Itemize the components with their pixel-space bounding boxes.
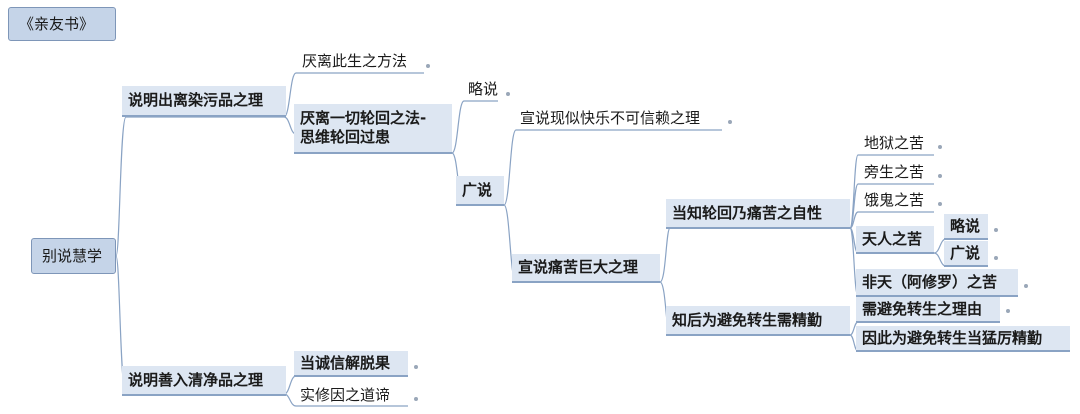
root-title-text: 《亲友书》: [19, 14, 95, 33]
branch-great-suffering: 宣说痛苦巨大之理: [512, 254, 660, 283]
branch-pleasure-unreliable: 宣说现似快乐不可信赖之理: [520, 108, 701, 127]
branch-pure-principle: 说明善入清净品之理: [122, 366, 286, 396]
dot-marker: [994, 228, 998, 232]
dot-marker: [938, 202, 942, 206]
dot-marker: [426, 64, 430, 68]
root-title: 《亲友书》: [8, 7, 116, 41]
branch-strive-avoid-rebirth: 知后为避免转生需精勤: [666, 306, 850, 336]
branch-animal: 旁生之苦: [864, 163, 925, 182]
dot-marker: [1024, 284, 1028, 288]
branch-samsara-nature: 当知轮回乃痛苦之自性: [666, 199, 850, 229]
branch-deva-brief: 略说: [944, 214, 988, 240]
branch-faith-liberation: 当诚信解脱果: [294, 351, 408, 377]
branch-practice-path: 实修因之道谛: [300, 385, 391, 404]
dot-marker: [938, 174, 942, 178]
branch-reason-avoid: 需避免转生之理由: [856, 297, 1000, 323]
branch-hell: 地狱之苦: [864, 134, 925, 153]
branch-hungry-ghost: 饿鬼之苦: [864, 191, 925, 210]
dot-marker: [414, 397, 418, 401]
branch-renounce-this-life: 厌离此生之方法: [302, 51, 408, 70]
dot-marker: [506, 92, 510, 96]
central-topic-text: 别说慧学: [42, 246, 103, 265]
branch-renounce-samsara: 厌离一切轮回之法- 思维轮回过患: [294, 104, 452, 154]
central-topic: 别说慧学: [31, 238, 116, 274]
dot-marker: [994, 256, 998, 260]
branch-asura: 非天（阿修罗）之苦: [856, 269, 1018, 297]
branch-deva: 天人之苦: [856, 226, 934, 254]
dot-marker: [938, 145, 942, 149]
branch-defiled-principle: 说明出离染污品之理: [122, 86, 286, 117]
branch-brief: 略说: [468, 79, 499, 98]
branch-diligent-effort: 因此为避免转生当猛厉精勤: [856, 326, 1070, 352]
dot-marker: [728, 120, 732, 124]
dot-marker: [1006, 309, 1010, 313]
dot-marker: [414, 365, 418, 369]
branch-deva-broad: 广说: [944, 241, 988, 267]
branch-broad: 广说: [456, 176, 504, 206]
